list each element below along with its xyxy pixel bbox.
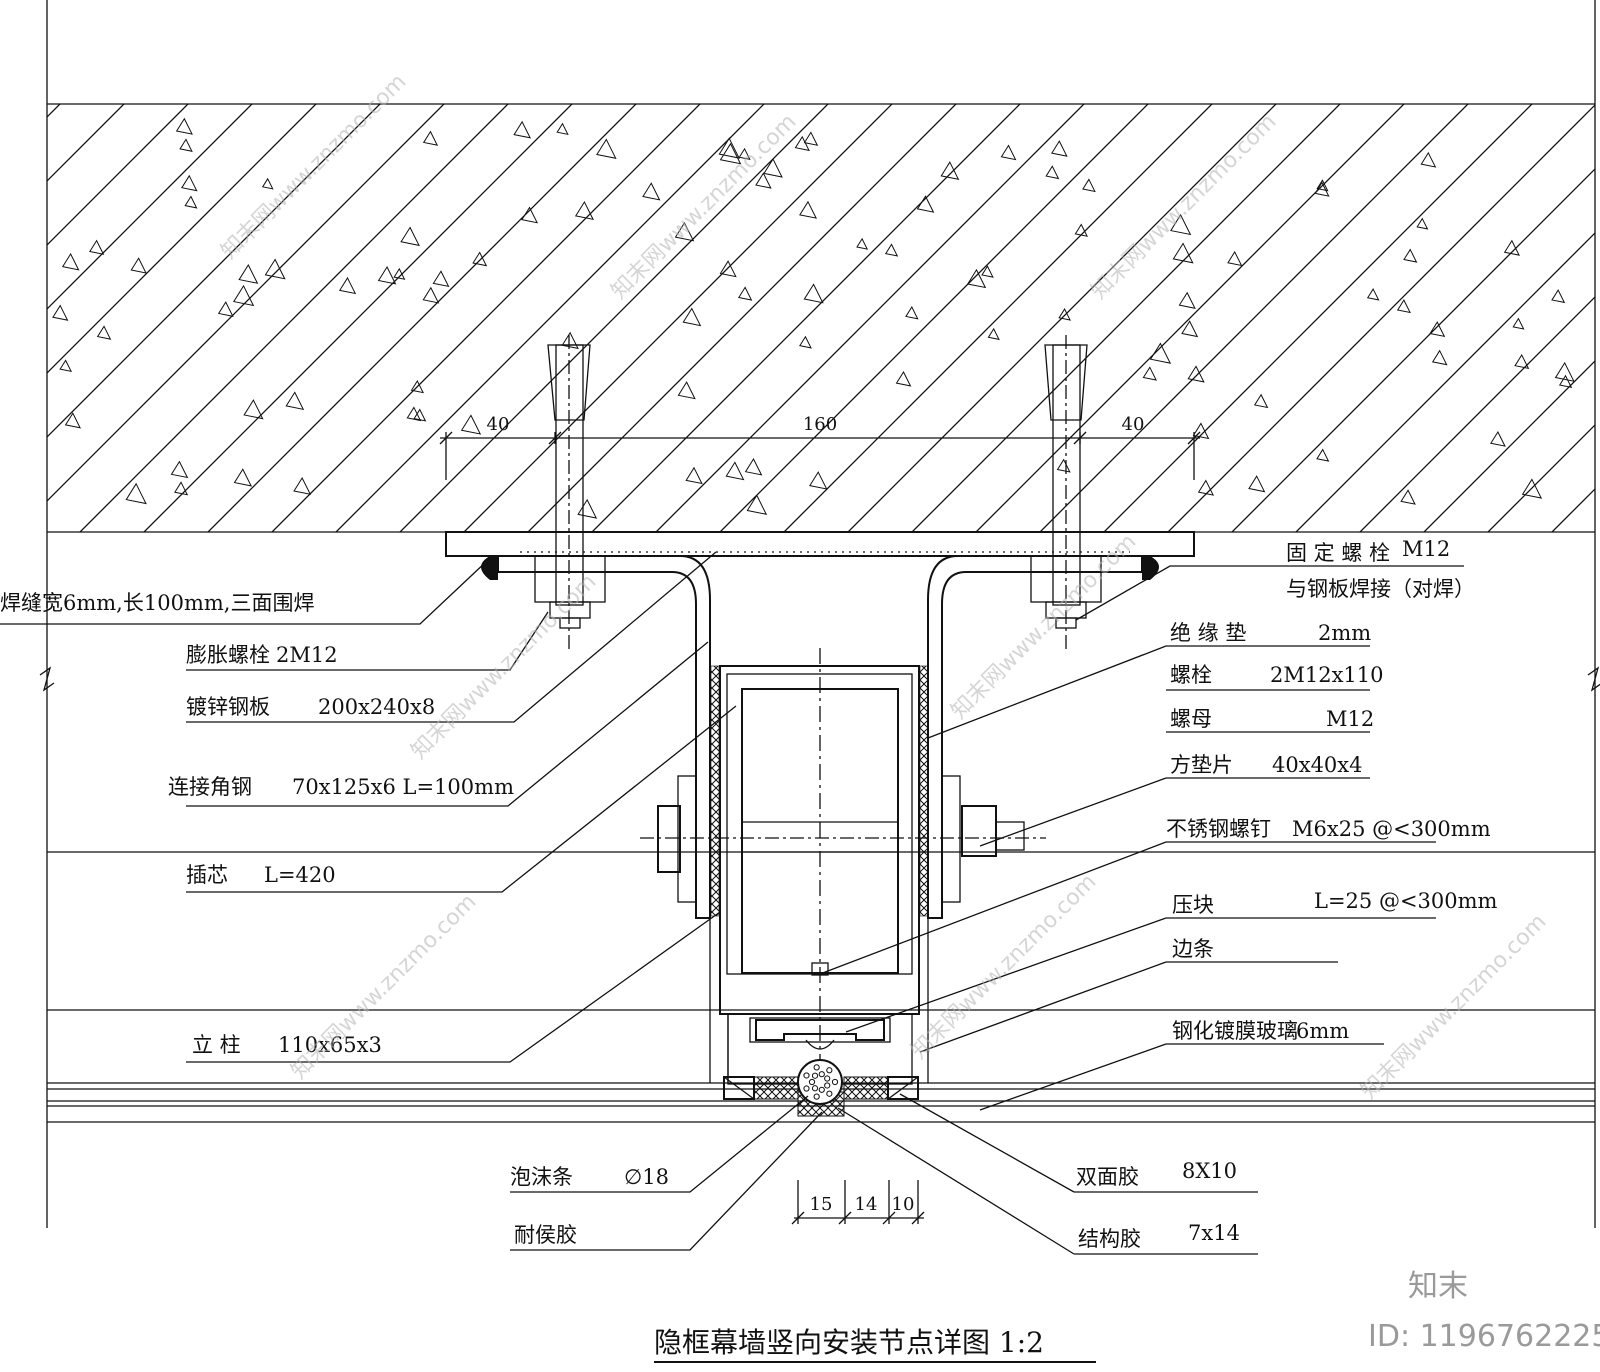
spec-foam-rod: ∅18: [624, 1165, 669, 1189]
watermark-site-2: 知末网www.znzmo.com: [607, 109, 802, 304]
foam-rod-texture: [803, 1064, 839, 1100]
labels-right: 固 定 螺 栓 M12 与钢板焊接（对焊） 绝 缘 垫 2mm 螺栓 2M12x…: [1076, 537, 1498, 1251]
label-weather-sealant: 耐侯胶: [514, 1223, 577, 1247]
leader-lines: [0, 551, 1464, 1255]
watermark-logo: 知末: [1408, 1269, 1468, 1304]
spec-angle-steel: 70x125x6 L=100mm: [292, 775, 514, 799]
spec-insert-core: L=420: [264, 863, 336, 887]
spec-mullion: 110x65x3: [278, 1033, 382, 1057]
label-pressure-block: 压块: [1172, 893, 1214, 917]
dim-top-right: 40: [1122, 414, 1145, 435]
spec-double-sided-tape: 8X10: [1182, 1159, 1237, 1183]
spec-bolt: 2M12x110: [1270, 663, 1384, 687]
watermark-site-7: 知末网www.znzmo.com: [907, 869, 1102, 1064]
dim-top-left: 40: [487, 414, 510, 435]
dim-bottom-14: 14: [855, 1194, 878, 1215]
title-text: 隐框幕墙竖向安装节点详图 1:2: [654, 1326, 1044, 1359]
weld-bead-right-icon: [1142, 556, 1159, 580]
label-insert-core: 插芯: [186, 863, 228, 887]
watermark-site-6: 知末网www.znzmo.com: [287, 889, 482, 1084]
watermark-site-8: 知末网www.znzmo.com: [1357, 909, 1552, 1104]
label-square-washer: 方垫片: [1170, 753, 1233, 777]
label-bolt: 螺栓: [1170, 663, 1212, 687]
structural-sealant-left: [753, 1076, 799, 1100]
dim-bottom-10: 10: [892, 1194, 915, 1215]
dimension-top: 40 160 40: [439, 414, 1201, 480]
dim-top-middle: 160: [803, 414, 837, 435]
stainless-screw: [811, 962, 829, 976]
insulation-pad-right: [919, 665, 929, 917]
spec-steel-plate: 200x240x8: [318, 695, 435, 719]
labels-left: 焊缝宽6mm,长100mm,三面围焊 膨胀螺栓 2M12 镀锌钢板 200x24…: [0, 591, 669, 1247]
mullion: [709, 665, 929, 1085]
label-expansion-bolt: 膨胀螺栓: [186, 643, 270, 667]
watermark-site-4: 知末网www.znzmo.com: [407, 569, 602, 764]
expansion-bolt-right: [1030, 335, 1102, 650]
watermark-site-1: 知末网www.znzmo.com: [217, 69, 412, 264]
spec-square-washer: 40x40x4: [1272, 753, 1363, 777]
foam-rod-icon: [797, 1059, 843, 1105]
spec-expansion-bolt: 2M12: [276, 643, 338, 667]
watermark-id: ID: 1196762225: [1368, 1319, 1600, 1354]
concrete-slab: [47, 104, 1595, 532]
spec-nut: M12: [1326, 707, 1374, 731]
spec-stainless-screw: M6x25 @<300mm: [1292, 817, 1491, 841]
label-mullion: 立 柱: [192, 1033, 241, 1057]
label-weld-seam: 焊缝宽6mm,长100mm,三面围焊: [0, 591, 314, 615]
drawing-title: 隐框幕墙竖向安装节点详图 1:2: [654, 1326, 1096, 1363]
structural-sealant-right: [843, 1076, 889, 1100]
weld-bead-left-icon: [481, 556, 498, 580]
spec-coated-glass: 6mm: [1296, 1019, 1349, 1043]
watermark-site-3: 知末网www.znzmo.com: [1087, 109, 1282, 304]
spec-fixing-bolt: M12: [1402, 537, 1450, 561]
label-coated-glass: 钢化镀膜玻璃: [1172, 1019, 1298, 1043]
spec-pressure-block: L=25 @<300mm: [1314, 889, 1498, 913]
label-edge-strip: 边条: [1172, 937, 1214, 961]
label-double-sided-tape: 双面胶: [1076, 1165, 1139, 1189]
pressure-block: [755, 1019, 885, 1050]
label-fixing-bolt: 固 定 螺 栓: [1286, 541, 1390, 565]
label-nut: 螺母: [1170, 707, 1212, 731]
connecting-angle-steel: [497, 555, 1143, 919]
label-steel-plate: 镀锌钢板: [186, 695, 270, 719]
spec-insulation-pad: 2mm: [1318, 621, 1371, 645]
spec-structural-sealant: 7x14: [1188, 1221, 1240, 1245]
label-structural-sealant: 结构胶: [1078, 1227, 1141, 1251]
galvanized-steel-plate: [445, 531, 1195, 557]
watermark-site-5: 知末网www.znzmo.com: [947, 529, 1142, 724]
label-insulation-pad: 绝 缘 垫: [1170, 621, 1246, 645]
insulation-pad-left: [710, 665, 720, 917]
label-foam-rod: 泡沫条: [510, 1165, 573, 1189]
expansion-bolt-left: [534, 335, 606, 650]
dimension-bottom: 15 14 10: [791, 1180, 925, 1225]
label-weld-to-plate: 与钢板焊接（对焊）: [1286, 577, 1475, 601]
label-stainless-screw: 不锈钢螺钉: [1166, 817, 1271, 841]
dim-bottom-15: 15: [810, 1194, 833, 1215]
through-bolt: [640, 775, 1046, 903]
label-angle-steel: 连接角钢: [168, 775, 252, 799]
